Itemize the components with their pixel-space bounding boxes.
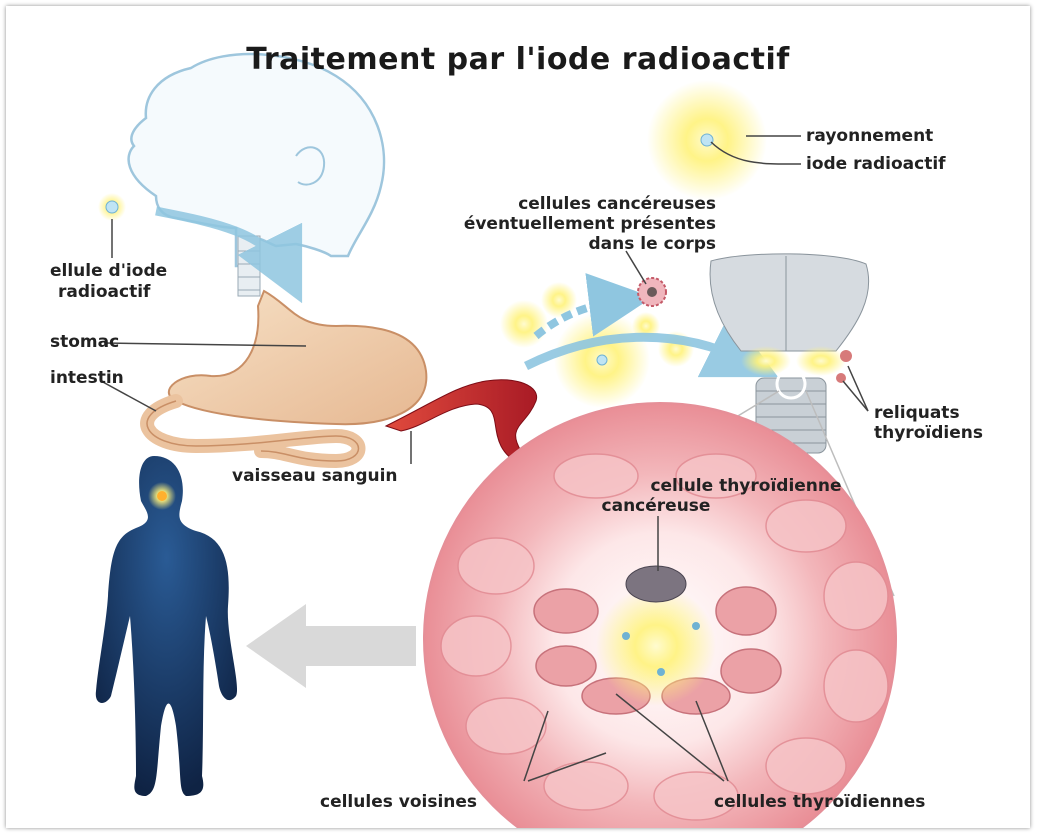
head-outline: [129, 54, 384, 266]
diagram-title: Traitement par l'iode radioactif: [6, 42, 1030, 77]
label-cellules-voisines: cellules voisines: [320, 792, 477, 812]
label-cellule-thyro-2: cancéreuse: [506, 496, 806, 516]
stomach-illustration: [147, 291, 426, 461]
iodine-capsule-icon: [98, 193, 126, 258]
label-cellules-cancereuses-1: cellules cancéreuses: [426, 194, 716, 214]
label-reliquats-2: thyroïdiens: [874, 423, 983, 443]
label-cellule-iode-1: ellule d'iode: [50, 261, 167, 281]
label-intestin: intestin: [50, 368, 124, 388]
label-reliquats-1: reliquats: [874, 403, 960, 423]
label-vaisseau-sanguin: vaisseau sanguin: [232, 466, 398, 486]
return-arrow: [246, 604, 416, 688]
label-cellules-thyroidiennes: cellules thyroïdiennes: [714, 792, 925, 812]
human-body-scan: [96, 456, 237, 796]
label-cellules-cancereuses-3: dans le corps: [426, 234, 716, 254]
label-cellules-cancereuses-2: éventuellement présentes: [426, 214, 716, 234]
label-iode-radioactif: iode radioactif: [806, 154, 946, 174]
label-rayonnement: rayonnement: [806, 126, 933, 146]
label-estomac: stomac: [50, 332, 119, 352]
diagram-frame: Traitement par l'iode radioactif rayonne…: [6, 6, 1030, 828]
label-cellule-thyro-1: cellule thyroïdienne: [586, 476, 906, 496]
label-cellule-iode-2: radioactif: [58, 282, 150, 302]
tissue-magnified: [424, 403, 896, 828]
cancer-cell-cluster: [626, 251, 666, 306]
